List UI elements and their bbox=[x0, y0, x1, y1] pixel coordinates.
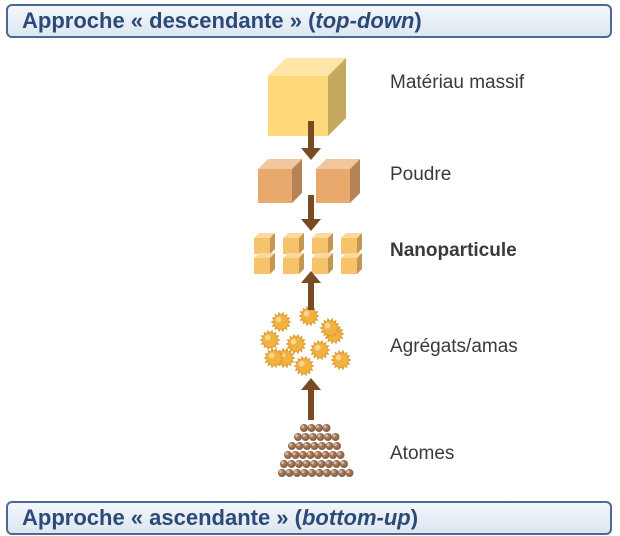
atom bbox=[332, 460, 341, 468]
atom bbox=[301, 433, 310, 441]
bottom-up-banner-suffix: ) bbox=[410, 505, 419, 530]
bottom-up-banner: Approche « ascendante » (bottom-up) bbox=[6, 501, 612, 535]
atom bbox=[310, 460, 318, 468]
atom bbox=[288, 442, 296, 450]
atom bbox=[307, 424, 316, 432]
arrow-up bbox=[301, 271, 321, 310]
atom bbox=[340, 460, 348, 468]
atom bbox=[315, 469, 324, 477]
stage-label-aggregates: Agrégats/amas bbox=[390, 336, 518, 357]
atom bbox=[287, 460, 296, 468]
bulk-cube bbox=[268, 58, 346, 136]
nanoparticle-cube bbox=[254, 233, 275, 254]
atom bbox=[285, 469, 294, 477]
stage-label-atoms: Atomes bbox=[390, 443, 455, 464]
atom bbox=[309, 433, 317, 441]
powder-cube bbox=[258, 159, 302, 203]
atom bbox=[316, 433, 325, 441]
aggregate-particle bbox=[270, 311, 292, 333]
atom bbox=[299, 451, 307, 459]
atom bbox=[306, 451, 315, 459]
atom bbox=[303, 442, 311, 450]
atom bbox=[329, 451, 337, 459]
atom bbox=[291, 451, 300, 459]
nanoparticle-cube bbox=[341, 233, 362, 254]
top-down-term: top-down bbox=[315, 8, 415, 33]
atom bbox=[308, 469, 316, 477]
aggregate-particle bbox=[263, 347, 285, 369]
powder-cube bbox=[316, 159, 360, 203]
atom bbox=[325, 460, 333, 468]
atom bbox=[300, 469, 309, 477]
aggregate-particle bbox=[330, 349, 352, 371]
atom bbox=[295, 460, 303, 468]
atom bbox=[310, 442, 319, 450]
atom bbox=[315, 424, 323, 432]
arrow-up bbox=[301, 378, 321, 420]
atom bbox=[294, 433, 302, 441]
nanoparticle-cubes bbox=[254, 233, 362, 274]
stage-label-bulk-material: Matériau massif bbox=[390, 72, 525, 93]
nanoparticle-cube bbox=[341, 253, 362, 274]
atom bbox=[323, 469, 331, 477]
atom bbox=[333, 442, 341, 450]
bottom-up-banner-prefix: Approche « ascendante » ( bbox=[22, 505, 302, 530]
atom bbox=[324, 433, 332, 441]
nanoparticle-cube bbox=[283, 253, 304, 274]
atom bbox=[317, 460, 326, 468]
bulk-material-cube bbox=[268, 58, 346, 136]
aggregate-clusters bbox=[259, 305, 352, 377]
arrow-down bbox=[301, 195, 321, 231]
aggregate-particle bbox=[298, 305, 320, 327]
atom bbox=[293, 469, 301, 477]
arrow-down bbox=[301, 121, 321, 160]
aggregate-particle bbox=[293, 355, 315, 377]
atom bbox=[325, 442, 334, 450]
atom bbox=[314, 451, 322, 459]
aggregate-particle bbox=[309, 339, 331, 361]
nanoparticle-cube bbox=[312, 253, 333, 274]
stage-label-powder: Poudre bbox=[390, 164, 452, 185]
aggregate-particle bbox=[319, 317, 341, 339]
atom bbox=[278, 469, 286, 477]
atom bbox=[318, 442, 326, 450]
atom bbox=[336, 451, 345, 459]
process-arrows bbox=[301, 121, 321, 420]
bottom-up-term: bottom-up bbox=[301, 505, 411, 530]
top-down-banner-prefix: Approche « descendante » ( bbox=[22, 8, 316, 33]
atom bbox=[284, 451, 292, 459]
atom bbox=[280, 460, 288, 468]
nanoparticle-cube bbox=[312, 233, 333, 254]
stage-label-nanoparticle: Nanoparticule bbox=[390, 240, 517, 261]
atom bbox=[338, 469, 346, 477]
atom bbox=[330, 469, 339, 477]
atom bbox=[302, 460, 311, 468]
nanoparticle-cube bbox=[254, 253, 275, 274]
aggregate-particle bbox=[285, 333, 307, 355]
top-down-banner-suffix: ) bbox=[414, 8, 422, 33]
atom-pile bbox=[278, 424, 354, 477]
atom bbox=[300, 424, 308, 432]
aggregate-particle bbox=[259, 329, 281, 351]
top-down-banner: Approche « descendante » (top-down) bbox=[6, 4, 612, 38]
atom bbox=[331, 433, 340, 441]
atom bbox=[345, 469, 354, 477]
atom bbox=[295, 442, 304, 450]
nanoparticle-cube bbox=[283, 233, 304, 254]
powder-cubes bbox=[258, 159, 360, 203]
atom bbox=[321, 451, 330, 459]
atom bbox=[322, 424, 331, 432]
